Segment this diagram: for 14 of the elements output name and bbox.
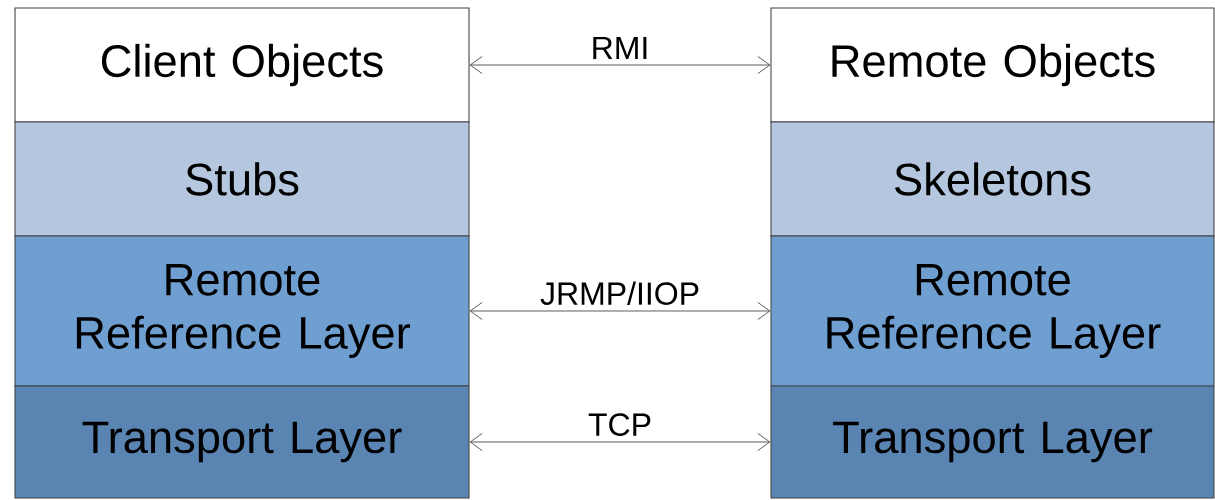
edge-label: TCP [588,413,651,436]
transport-layer-box: Transport Layer [770,385,1215,499]
reference-layer-box: Remote Reference Layer [770,235,1215,387]
object-layer-box: Remote Objects [770,7,1215,123]
double-arrow [469,301,771,321]
stub-layer-box: Stubs [14,121,470,237]
edge-label: RMI [593,36,647,59]
object-layer-box: Client Objects [14,7,470,123]
stub-layer-box: Skeletons [770,121,1215,237]
reference-layer-box: Remote Reference Layer [14,235,470,387]
transport-layer-box: Transport Layer [14,385,470,499]
double-arrow [469,432,771,452]
double-arrow [469,55,771,75]
edge-label: JRMP/IIOP [540,281,699,305]
